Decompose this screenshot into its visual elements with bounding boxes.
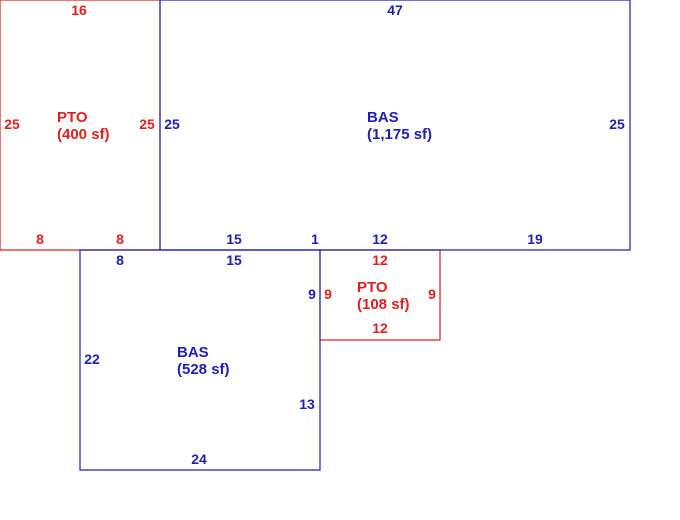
pto-small-dim-top: 12 (372, 252, 388, 268)
bas-lower-dim-right-upper: 9 (308, 286, 316, 302)
bas-upper-dim-left: 25 (164, 116, 180, 132)
bas-lower-dim-top-left: 8 (116, 252, 124, 268)
bas-upper-dim-bottom-b: 1 (311, 231, 319, 247)
pto-upper-size: (400 sf) (57, 126, 110, 143)
bas-upper-outline (159, 0, 631, 251)
bas-lower-dim-right-lower: 13 (299, 396, 315, 412)
bas-lower-outline (79, 249, 321, 471)
pto-upper-dim-top: 16 (71, 2, 87, 18)
pto-small-dim-bottom: 12 (372, 320, 388, 336)
pto-upper-code: PTO (57, 109, 88, 126)
pto-upper-dim-bottom-right: 8 (116, 231, 124, 247)
bas-lower-label: BAS (528 sf) (177, 344, 230, 378)
pto-upper-dim-bottom-left: 8 (36, 231, 44, 247)
pto-upper-label: PTO (400 sf) (57, 109, 110, 143)
bas-upper-dim-bottom-d: 19 (527, 231, 543, 247)
bas-upper-dim-top: 47 (387, 2, 403, 18)
pto-small-dim-left: 9 (324, 286, 332, 302)
pto-upper-dim-left: 25 (4, 116, 20, 132)
bas-upper-dim-right: 25 (609, 116, 625, 132)
bas-lower-dim-bottom: 24 (191, 451, 207, 467)
bas-lower-code: BAS (177, 344, 209, 361)
bas-lower-size: (528 sf) (177, 361, 230, 378)
pto-small-dim-right: 9 (428, 286, 436, 302)
pto-small-size: (108 sf) (357, 296, 410, 313)
pto-small-label: PTO (108 sf) (357, 279, 410, 313)
bas-upper-size: (1,175 sf) (367, 126, 433, 143)
pto-small-code: PTO (357, 279, 388, 296)
bas-lower-dim-top-mid: 15 (226, 252, 242, 268)
bas-upper-label: BAS (1,175 sf) (367, 109, 432, 143)
bas-upper-dim-bottom-a: 15 (226, 231, 242, 247)
pto-upper-dim-right: 25 (139, 116, 155, 132)
bas-upper-code: BAS (367, 109, 399, 126)
bas-upper-dim-bottom-c: 12 (372, 231, 388, 247)
bas-lower-dim-left: 22 (84, 351, 100, 367)
